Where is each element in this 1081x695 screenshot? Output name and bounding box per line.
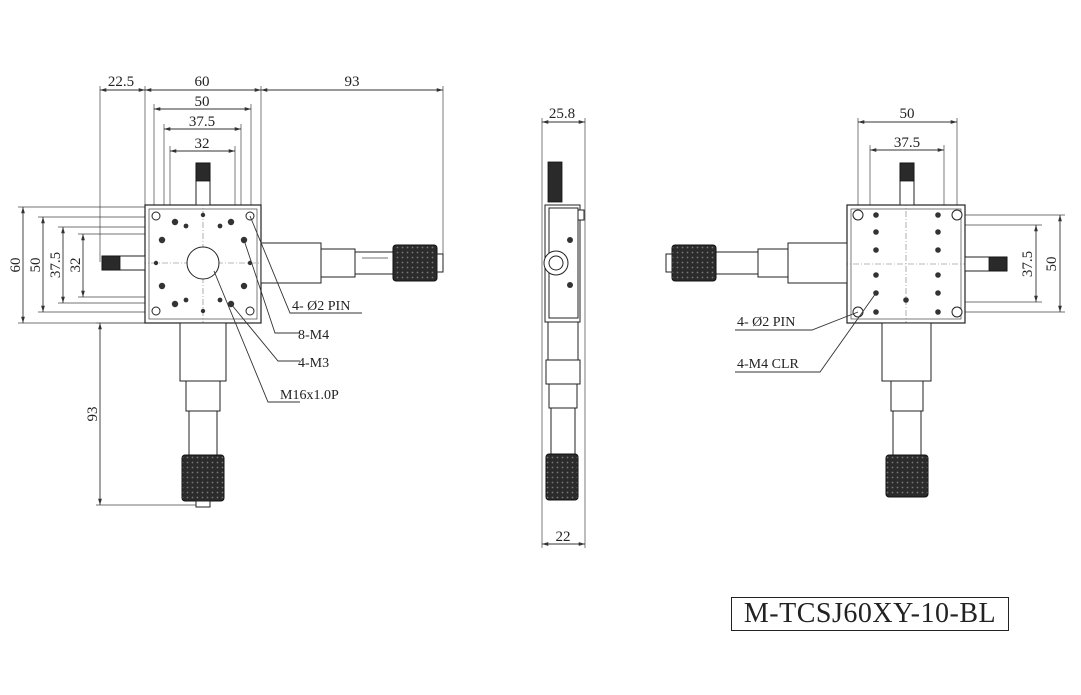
dim-pin-spacing: 50 — [195, 94, 210, 110]
dim-bottom-width-clr: 37.5 — [894, 135, 920, 151]
callout-bottom-pin: 4- Ø2 PIN — [737, 315, 795, 330]
bottom-view-right-screw — [964, 256, 1008, 272]
dim-offset: 22.5 — [108, 74, 134, 90]
callout-thread: M16x1.0P — [280, 388, 339, 403]
dim-micrometer: 93 — [345, 74, 360, 90]
bottom-view-left-micrometer — [665, 242, 848, 284]
callout-m3: 4-M3 — [298, 356, 329, 371]
callout-m4: 8-M4 — [298, 328, 329, 343]
dim-micrometer-v: 93 — [85, 407, 101, 422]
bottom-micrometer — [179, 322, 227, 508]
pin-hole — [951, 209, 963, 221]
top-view: 22.5 60 93 50 37.5 32 60 50 37.5 32 93 — [8, 74, 444, 508]
pin-hole — [852, 209, 864, 221]
top-view-extension-lines — [18, 86, 444, 506]
top-view-leaders — [213, 215, 362, 403]
m3-holes — [153, 212, 253, 314]
pin-hole — [951, 306, 963, 318]
pin-hole — [151, 211, 161, 221]
top-view-stage — [140, 200, 266, 328]
dim-side-bottom-width: 22 — [556, 529, 571, 545]
dim-height: 60 — [8, 258, 24, 273]
dim-m4-spacing: 37.5 — [189, 114, 215, 130]
dim-side-top-width: 25.8 — [549, 106, 575, 122]
bottom-view: 50 37.5 37.5 50 — [665, 106, 1065, 498]
dim-height-pin: 50 — [28, 258, 44, 273]
bottom-holes — [873, 212, 941, 315]
bottom-view-top-screw — [899, 162, 915, 206]
side-view: 25.8 22 — [541, 106, 586, 548]
pin-hole — [245, 306, 255, 316]
top-view-dimension-lines — [21, 88, 443, 505]
dim-bottom-width-pin: 50 — [900, 106, 915, 122]
dim-width: 60 — [195, 74, 210, 90]
bottom-view-dimension-lines — [858, 120, 1062, 312]
dim-m3-spacing: 32 — [195, 136, 210, 152]
callout-bottom-clr: 4-M4 CLR — [737, 357, 800, 372]
dim-bottom-height-clr: 37.5 — [1020, 251, 1036, 277]
callout-pin: 4- Ø2 PIN — [292, 299, 350, 314]
model-number-label: M-TCSJ60XY-10-BL — [731, 597, 1009, 631]
side-view-stage — [543, 161, 585, 501]
dim-bottom-height-pin: 50 — [1044, 257, 1060, 272]
pin-hole — [151, 306, 161, 316]
center-thread-hole — [186, 246, 220, 280]
bottom-view-bottom-micrometer — [881, 322, 932, 498]
top-lock-screw — [195, 162, 211, 206]
bottom-view-leaders — [735, 292, 877, 373]
dim-height-m4: 37.5 — [48, 252, 64, 278]
right-micrometer — [260, 242, 444, 284]
bottom-view-stage — [842, 200, 970, 328]
dim-height-m3: 32 — [68, 258, 84, 273]
left-lock-screw — [101, 255, 146, 271]
